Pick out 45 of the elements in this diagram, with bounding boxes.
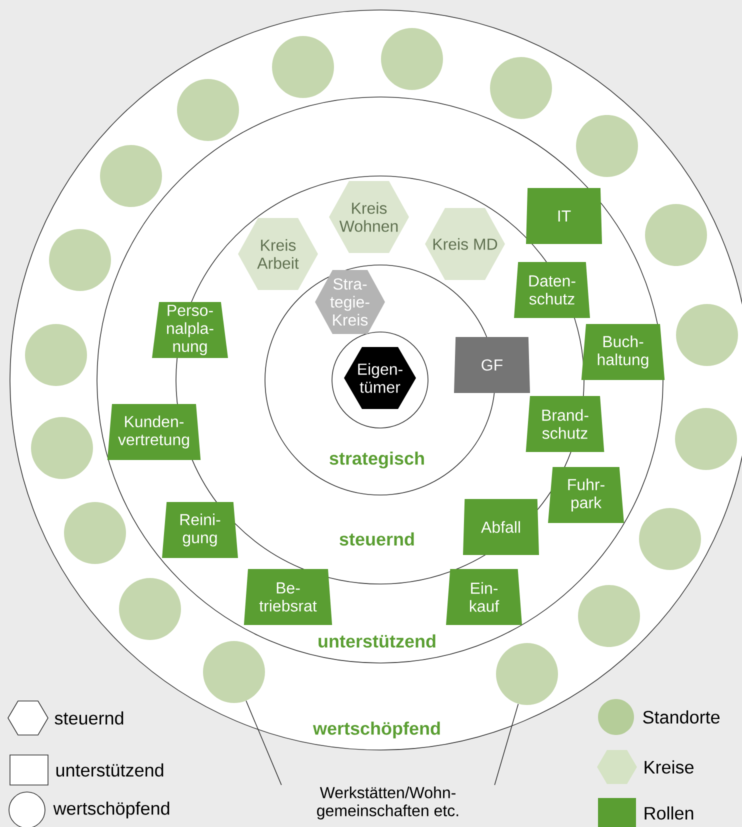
location-dot <box>100 145 162 207</box>
location-dot <box>490 57 552 119</box>
trapezoid: Perso- nalpla- nung <box>152 302 228 358</box>
legend-label: Rollen <box>644 806 694 820</box>
hexagon: Kreis Wohnen <box>329 181 409 253</box>
note-text: Werkstätten/Wohn- gemeinschaften etc. <box>317 786 458 820</box>
legend-label: Standorte <box>643 710 720 724</box>
hexagon: Kreis MD <box>425 208 505 280</box>
legend-label: steuernd <box>54 711 124 725</box>
trapezoid: Kunden- vertretung <box>107 404 201 460</box>
location-dot <box>639 508 701 570</box>
location-dot <box>576 115 638 177</box>
location-dot <box>119 578 181 640</box>
trapezoid: Daten- schutz <box>514 262 590 318</box>
trapezoid: Ein- kauf <box>446 569 522 625</box>
hexagon: Eigen- tümer <box>344 347 416 409</box>
location-dot <box>64 502 126 564</box>
hexagon: Kreis Arbeit <box>238 218 318 290</box>
leader-line <box>246 700 282 786</box>
location-dot <box>177 79 239 141</box>
legend-label: Kreise <box>644 760 694 774</box>
location-dot <box>645 204 707 266</box>
location-dot <box>496 643 558 705</box>
leader-line <box>494 704 519 786</box>
location-dot <box>578 585 640 647</box>
location-dot <box>25 324 87 386</box>
location-dot <box>675 408 737 470</box>
trapezoid: Abfall <box>463 499 539 555</box>
legend-label: wertschöpfend <box>53 802 170 818</box>
trapezoid: Be- triebsrat <box>244 569 332 625</box>
location-dot <box>381 28 443 90</box>
ring <box>332 332 428 428</box>
trapezoid: Fuhr- park <box>548 467 624 523</box>
location-dot <box>203 641 265 703</box>
trapezoid: GF <box>454 337 530 393</box>
hexagon: Stra- tegie- Kreis <box>315 270 385 334</box>
location-dot <box>49 229 111 291</box>
trapezoid: Brand- schutz <box>526 396 604 452</box>
trapezoid: IT <box>526 188 602 244</box>
trapezoid: Buch- haltung <box>581 324 665 380</box>
trapezoid: Reini- gung <box>162 502 238 558</box>
location-dot <box>272 36 334 98</box>
location-dot <box>31 417 93 479</box>
legend-label: unterstützend <box>56 763 164 777</box>
location-dot <box>676 304 738 366</box>
